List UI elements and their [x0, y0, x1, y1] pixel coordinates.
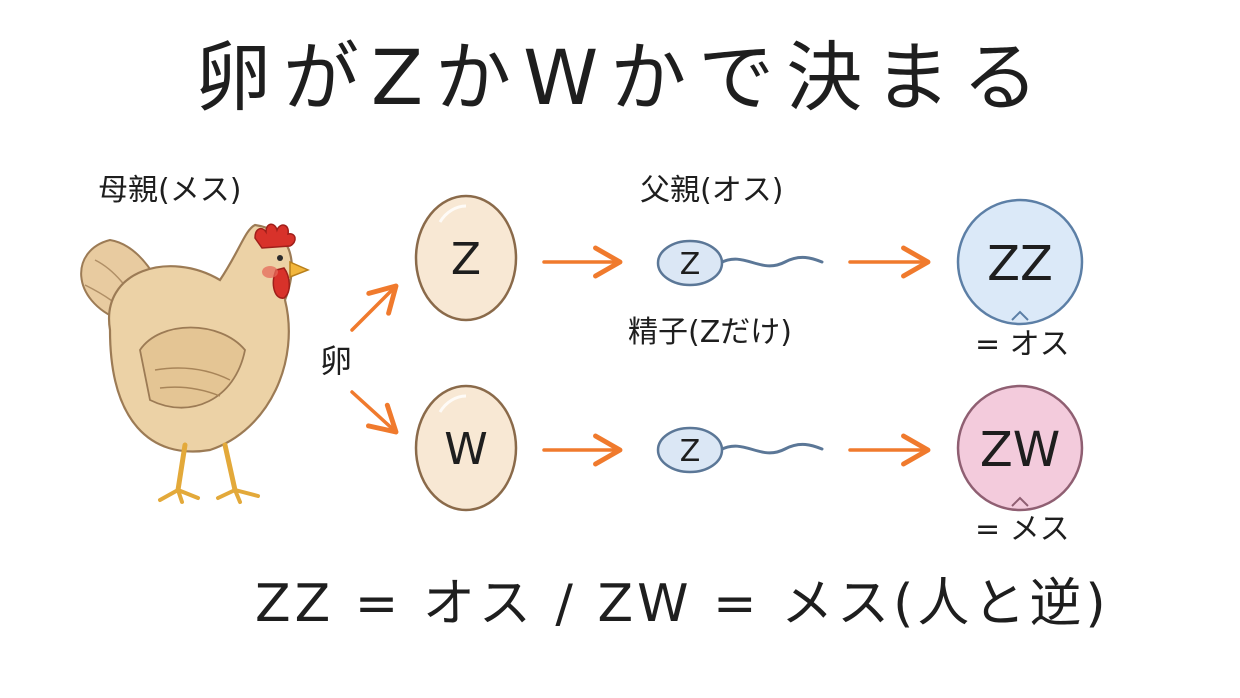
result-label-female: = メス	[975, 512, 1070, 547]
sperm-top-label: Z	[680, 247, 701, 282]
sperm-bottom: Z	[656, 426, 824, 474]
result-zz-cell: ZZ	[956, 198, 1084, 326]
egg-z: Z	[414, 194, 518, 322]
hen-illustration	[80, 223, 310, 504]
father-label: 父親(オス)	[640, 173, 784, 208]
mother-label: 母親(メス)	[98, 173, 242, 208]
egg-w-label: W	[444, 424, 488, 475]
egg-w: W	[414, 384, 518, 512]
arrow-to-egg-w	[350, 390, 399, 435]
summary-footer: ZZ = オス / ZW = メス(人と逆)	[255, 574, 1110, 634]
arrow-to-egg-z	[350, 283, 399, 332]
sperm-bottom-label: Z	[680, 434, 701, 469]
sperm-top: Z	[656, 239, 824, 287]
result-label-male: = オス	[975, 327, 1070, 362]
egg-label: 卵	[320, 342, 353, 380]
sperm-label: 精子(Zだけ)	[628, 315, 792, 350]
page-title: 卵がZかWかで決まる	[195, 33, 1051, 122]
result-zw-label: ZW	[980, 422, 1060, 478]
result-zz-label: ZZ	[987, 236, 1053, 292]
result-zw-cell: ZW	[956, 384, 1084, 512]
egg-z-label: Z	[451, 234, 481, 285]
